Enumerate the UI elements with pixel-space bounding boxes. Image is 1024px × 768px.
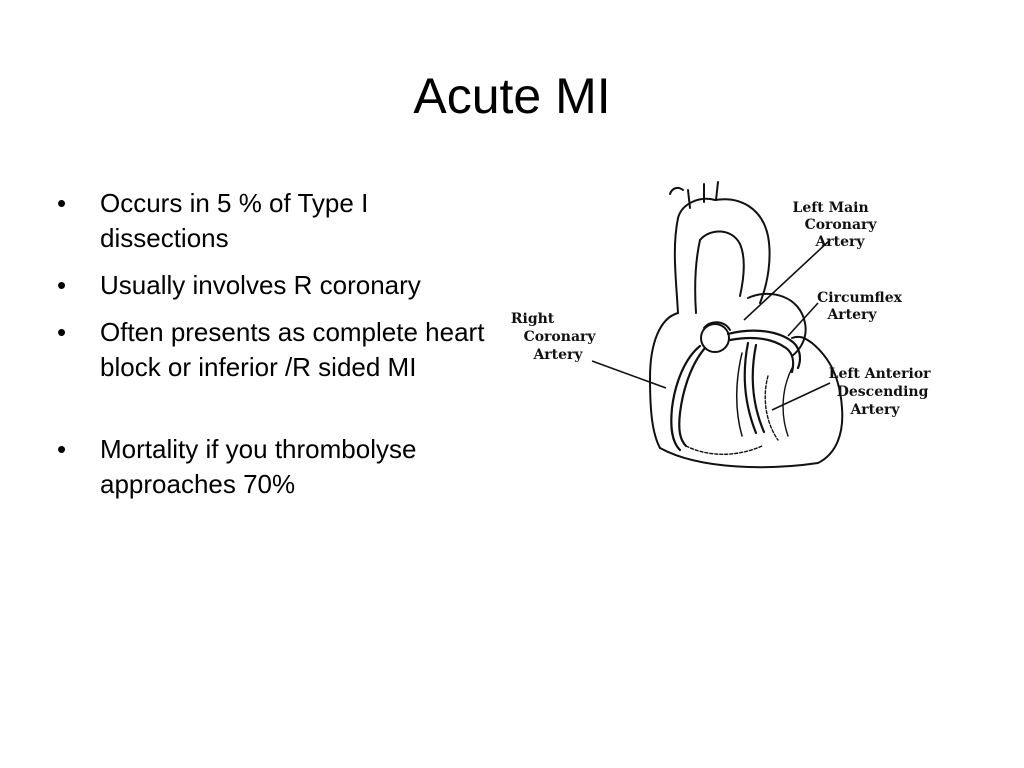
label-line: Artery <box>532 347 583 363</box>
bullet-list: • Occurs in 5 % of Type I dissections • … <box>57 186 487 514</box>
label-left-anterior-descending-artery: Left Anterior Descending Artery <box>829 366 936 418</box>
bullet-text: Mortality if you thrombolyse approaches … <box>100 434 417 499</box>
slide-title: Acute MI <box>413 68 611 124</box>
heart-coronary-diagram: Left Main Coronary Artery Circumflex Art… <box>500 178 945 473</box>
label-line: Left Anterior <box>829 366 932 382</box>
bullet-item: • Mortality if you thrombolyse approache… <box>57 432 487 502</box>
bullet-dot-icon: • <box>57 317 67 347</box>
bullet-text: Usually involves R coronary <box>100 270 421 300</box>
bullet-dot-icon: • <box>57 270 67 300</box>
label-line: Circumflex <box>817 290 902 306</box>
bullet-item: • Often presents as complete heart block… <box>57 315 487 385</box>
bullet-item: • Occurs in 5 % of Type I dissections <box>57 186 487 256</box>
label-leader-lines <box>591 239 831 411</box>
label-line: Coronary <box>524 329 597 345</box>
heart-diagram-svg: Left Main Coronary Artery Circumflex Art… <box>511 181 936 469</box>
label-line: Artery <box>826 307 877 323</box>
bullet-item: • Usually involves R coronary <box>57 268 487 303</box>
label-right-coronary-artery: Right Coronary Artery <box>511 311 601 363</box>
label-line: Left Main <box>792 200 868 216</box>
coronary-arteries <box>670 329 801 455</box>
label-left-main-coronary: Left Main Coronary Artery <box>792 200 881 250</box>
bullet-dot-icon: • <box>57 188 67 218</box>
label-line: Descending <box>837 384 929 400</box>
label-line: Artery <box>814 234 865 250</box>
label-line: Right <box>511 311 555 327</box>
heart-outline <box>649 181 844 469</box>
label-line: Artery <box>849 402 900 418</box>
bullet-dot-icon: • <box>57 434 67 464</box>
bullet-text: Often presents as complete heart block o… <box>100 317 485 382</box>
label-circumflex-artery: Circumflex Artery <box>817 290 907 323</box>
bullet-text: Occurs in 5 % of Type I dissections <box>100 188 369 253</box>
label-line: Coronary <box>805 217 878 233</box>
